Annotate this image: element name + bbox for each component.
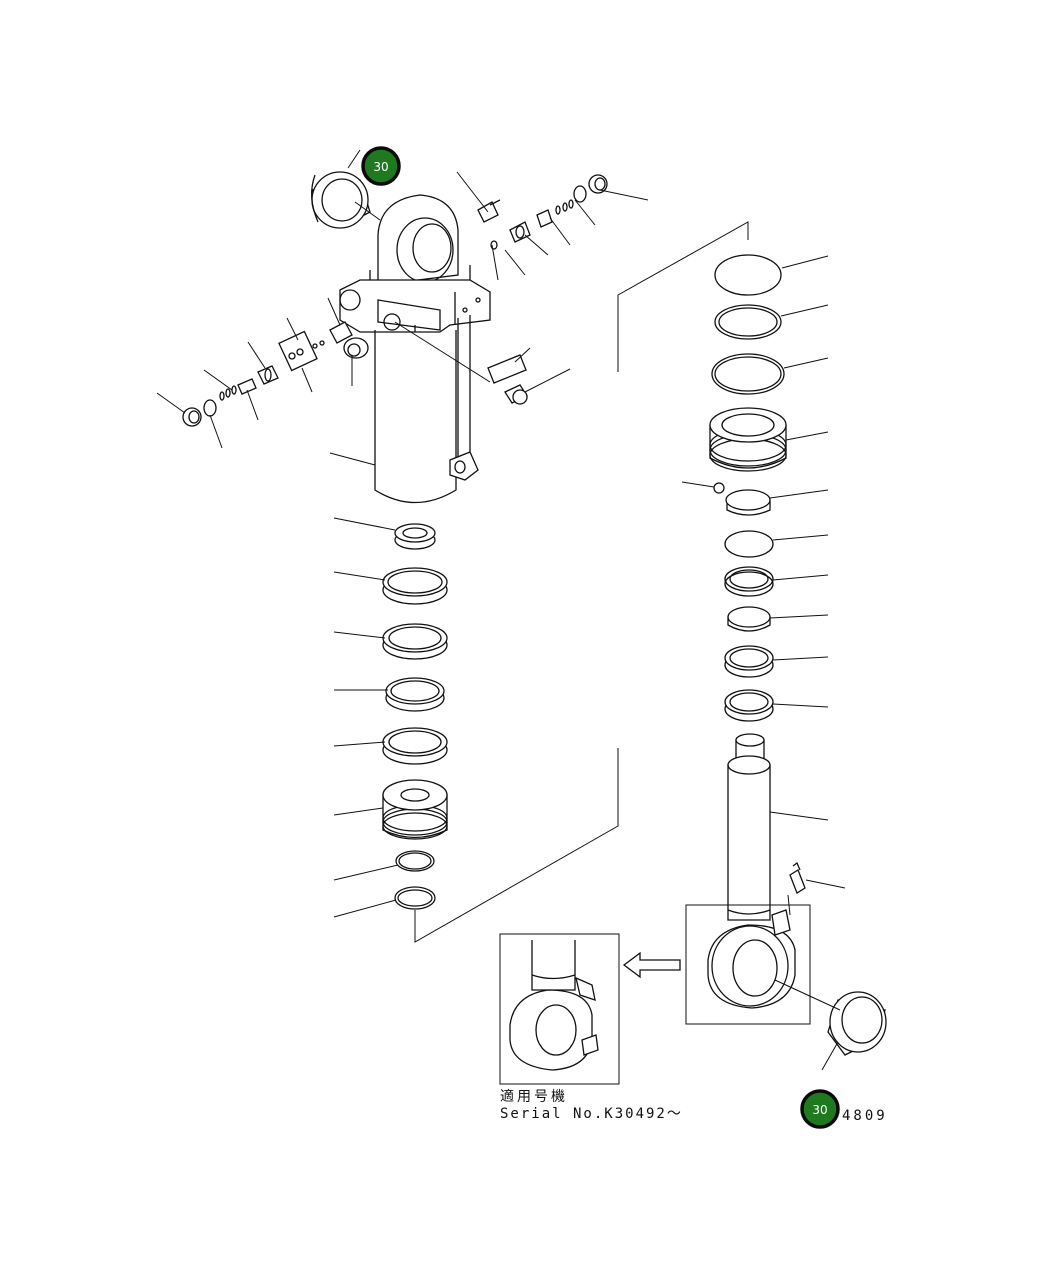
- name-plate-and-bolt: [487, 354, 528, 405]
- grease-fitting: [789, 861, 806, 894]
- piston-rod: [707, 733, 887, 1056]
- cylinder-head: [709, 407, 787, 494]
- assembly-connector-lines: [414, 221, 749, 943]
- wiper-disc: [714, 254, 782, 296]
- seal-ring-4: [724, 645, 774, 678]
- ring-2: [382, 623, 448, 660]
- seal-ring-3: [727, 606, 771, 632]
- top-fittings: [477, 174, 608, 250]
- head-block: [339, 279, 491, 333]
- top-bushing: [311, 171, 371, 229]
- seal-ring-1: [724, 530, 774, 558]
- ring-4: [382, 727, 448, 765]
- ring-1: [382, 567, 448, 605]
- drawing-code: 4809: [842, 1108, 888, 1124]
- piston: [382, 779, 448, 840]
- cylinder-tube-assembly: [182, 171, 608, 504]
- o-ring-2: [394, 886, 436, 910]
- alternate-rod-eye-box: [499, 933, 620, 1085]
- bottom-bushing: [827, 991, 887, 1056]
- side-pipe: [449, 315, 479, 481]
- arrow-left-icon: [622, 951, 681, 979]
- tube-head-eye: [369, 194, 471, 286]
- serial-note-serial: Serial No.K30492～: [500, 1106, 683, 1122]
- badge-30-top: 30: [361, 146, 401, 186]
- left-fittings: [182, 321, 369, 427]
- backup-ring: [714, 304, 782, 340]
- ring-3: [385, 677, 445, 712]
- bushing-ring: [725, 489, 771, 516]
- rod-eye: [707, 909, 796, 1009]
- serial-note-japanese: 適用号機: [500, 1089, 568, 1105]
- svg-text:30: 30: [373, 160, 388, 174]
- rod-eye-detail-box: [685, 904, 811, 1025]
- serial-note: 適用号機 Serial No.K30492～: [500, 1089, 683, 1123]
- head-seal-stack: [709, 254, 787, 722]
- seal-ring-2: [724, 566, 774, 597]
- leader-lines: [156, 149, 846, 1071]
- lock-nut: [394, 523, 436, 550]
- tube-body: [374, 325, 457, 504]
- svg-text:30: 30: [812, 1103, 827, 1117]
- seal-ring-5: [724, 689, 774, 722]
- large-o-ring: [711, 353, 785, 395]
- piston-seal-stack: [382, 523, 448, 910]
- badge-30-bottom: 30: [800, 1089, 840, 1129]
- o-ring-1: [395, 850, 435, 872]
